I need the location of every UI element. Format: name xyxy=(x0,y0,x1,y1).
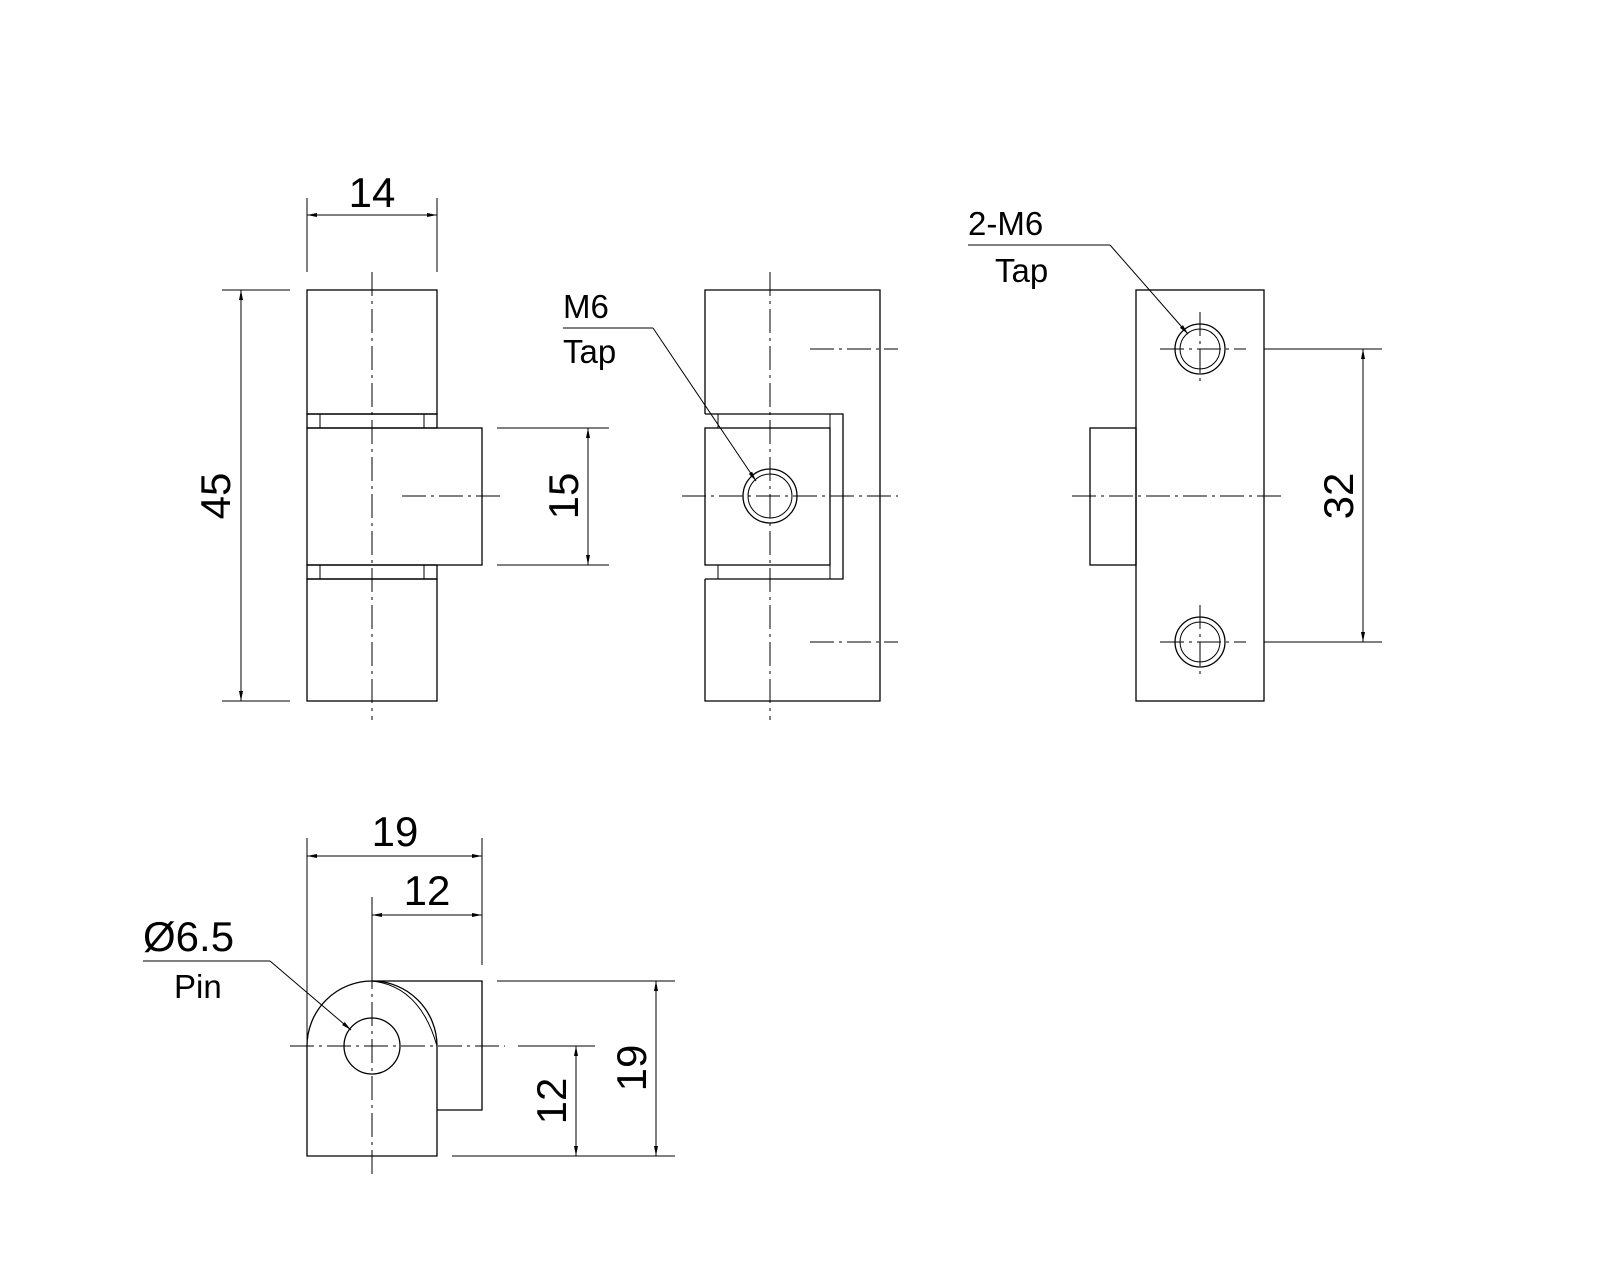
note-label-pin-diameter: Ø6.5 xyxy=(143,913,234,960)
dim-label-45: 45 xyxy=(192,473,239,520)
dimension-boss-15: 15 xyxy=(497,427,609,566)
dim-label-19-top: 19 xyxy=(372,808,419,855)
note-2-m6-tap: 2-M6 Tap xyxy=(968,205,1189,335)
note-label-2-m6: 2-M6 xyxy=(968,205,1043,242)
note-label-m6: M6 xyxy=(563,288,609,325)
top-view xyxy=(290,965,505,1174)
dimension-width-14: 14 xyxy=(306,169,438,272)
side-view xyxy=(306,272,502,720)
dim-label-14: 14 xyxy=(349,169,396,216)
dim-label-19-side: 19 xyxy=(608,1045,655,1092)
dimension-center-12: 12 xyxy=(518,1045,595,1156)
dimension-spacing-32: 32 xyxy=(1264,348,1382,643)
note-label-tap: Tap xyxy=(563,333,616,370)
rear-view xyxy=(1072,289,1282,702)
dimension-height-19: 19 xyxy=(452,980,675,1157)
dimension-height-45: 45 xyxy=(192,289,290,702)
front-view xyxy=(682,272,898,720)
note-label-pin: Pin xyxy=(174,968,222,1005)
note-pin-6-5: Ø6.5 Pin xyxy=(143,913,352,1031)
dim-label-12-top: 12 xyxy=(404,867,451,914)
note-m6-tap: M6 Tap xyxy=(563,288,757,482)
dim-label-32: 32 xyxy=(1315,473,1362,520)
dim-label-12-side: 12 xyxy=(528,1078,575,1125)
dimension-width-19: 19 xyxy=(306,808,483,1040)
dimension-offset-12: 12 xyxy=(371,867,482,965)
dim-label-15: 15 xyxy=(540,473,587,520)
note-label-tap-rear: Tap xyxy=(995,252,1048,289)
